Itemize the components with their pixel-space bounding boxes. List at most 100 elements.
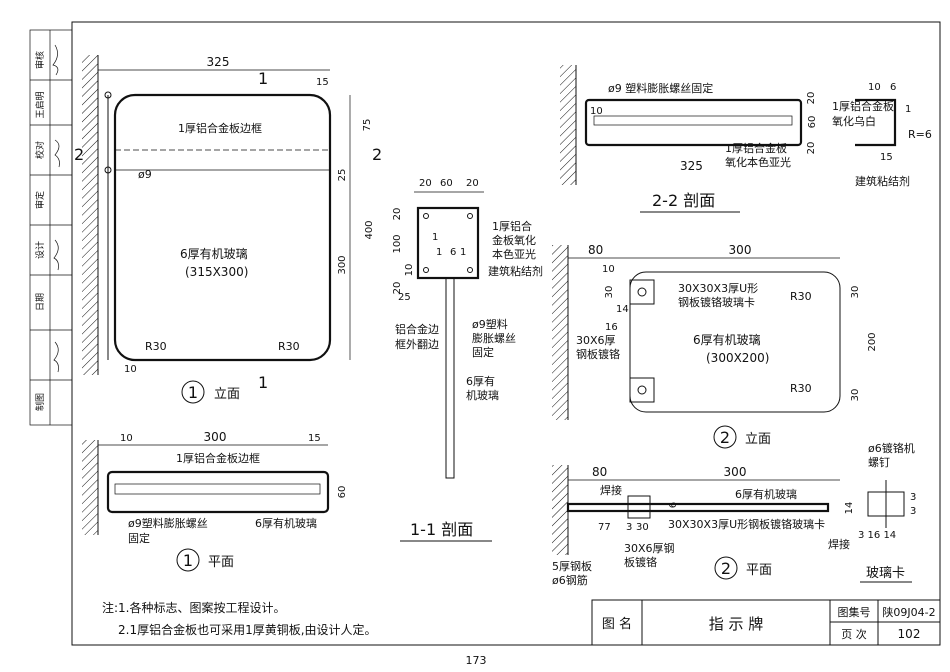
note-line-1: 注:1.各种标志、图案按工程设计。 (102, 600, 286, 615)
weld-label: 焊接 (828, 537, 850, 551)
section-2-2: ø9 塑料膨胀螺丝固定 10 60 20 20 325 1厚铝合金板 氧化本色亚… (560, 65, 932, 213)
dim-20a: 20 (419, 178, 432, 189)
dim-325: 325 (207, 55, 230, 69)
dim-v100: 100 (392, 234, 403, 253)
clip-bolt (637, 287, 647, 297)
dim-v20b: 20 (392, 282, 403, 295)
atlas-label: 图集号 (838, 605, 871, 619)
dim-6: 6 (668, 502, 679, 508)
plan-frame (106, 470, 330, 514)
signature-scribble-3 (53, 239, 59, 271)
plan-1: 10 300 15 60 1厚铝合金板边框 ø9塑料膨胀螺丝 固定 6厚有机玻璃… (82, 430, 348, 572)
dim-10: 10 (124, 364, 137, 375)
view-number: 1 (183, 551, 193, 570)
detail-dims-bottom: 3 16 14 (858, 530, 896, 541)
detail-1: 1 (905, 104, 911, 115)
dim-15: 15 (316, 77, 329, 88)
plan-glass (566, 502, 830, 513)
glass-size: (315X300) (185, 265, 248, 279)
dim-v10: 10 (404, 264, 415, 277)
bolt-label-3: 固定 (472, 345, 494, 359)
radius-b: R30 (790, 382, 812, 395)
section-frame (584, 98, 803, 147)
alum-label-2: 金板氧化 (492, 233, 536, 247)
detail-r6: R=6 (908, 128, 932, 141)
dim-15: 15 (308, 433, 321, 444)
plan-glass (114, 483, 321, 495)
clip-label-2: 钢板镀铬玻璃卡 (678, 295, 755, 309)
stamp-text-2: 校对 (34, 141, 46, 159)
dim-1: 1 (432, 232, 438, 243)
wall-hatch (552, 245, 568, 420)
elevation-1: 325 15 75 25 400 300 10 1厚铝合金板边框 ø9 6厚有机… (74, 55, 382, 404)
detail-14: 14 (844, 502, 855, 515)
alum-label-1: 1厚铝合金板 (725, 141, 787, 155)
dim-1b: 1 (436, 247, 442, 258)
clip-bottom (629, 377, 655, 403)
view-number-circle (714, 556, 738, 580)
phi9-label: ø9 (138, 168, 152, 181)
edge-label-2: 框外翻边 (395, 337, 439, 351)
glass-label: 6厚有机玻璃 (735, 487, 797, 501)
anchor-bolt (104, 91, 112, 99)
radius-right: R30 (278, 340, 300, 353)
stamp-text-3: 审定 (34, 191, 46, 209)
clip-top (629, 279, 655, 305)
page-value: 102 (898, 627, 921, 641)
wall-hatch (82, 440, 98, 535)
glass-label-1: 6厚有 (466, 374, 495, 388)
dim-77: 77 (598, 522, 611, 533)
frame-label: 1厚铝合金板边框 (178, 121, 262, 135)
cut-mark-2-right: 2 (372, 145, 382, 164)
dim-300: 300 (337, 255, 348, 274)
page-label: 页 次 (841, 627, 867, 641)
adhesive-label: 建筑粘结剂 (488, 264, 543, 278)
dim-325: 325 (680, 159, 703, 173)
dim-20b: 20 (806, 142, 817, 155)
rivet-label-2: 螺钉 (868, 456, 890, 469)
dim-20a: 20 (806, 92, 817, 105)
clip-bolt (637, 385, 647, 395)
stamp-text-5: 日期 (35, 293, 46, 311)
bolt-label-1: ø9塑料 (472, 317, 508, 331)
sign-frame (113, 93, 332, 362)
steel-plate-label: 5厚钢板 (552, 559, 592, 573)
dim-300: 300 (724, 465, 747, 479)
dim-1c: 1 (460, 247, 466, 258)
detail-15: 15 (880, 152, 893, 163)
weld-label: 焊接 (600, 483, 622, 497)
alum-label-3: 本色亚光 (492, 247, 536, 261)
dim-30b: 30 (850, 389, 861, 402)
anchor-bolt (104, 166, 112, 174)
detail-6: 6 (890, 82, 896, 93)
dim-60: 60 (440, 178, 453, 189)
dim-10: 10 (590, 106, 603, 117)
alum-label-1: 1厚铝合 (492, 219, 532, 233)
stamp-text-0: 审核 (34, 51, 46, 69)
view-number: 1 (188, 383, 198, 402)
rebar-label: ø6钢筋 (552, 573, 588, 587)
glass-label-2: 机玻璃 (466, 388, 499, 402)
dim-300: 300 (204, 430, 227, 444)
glass-panel (629, 271, 841, 413)
clip-label-1: 30X30X3厚U形 (678, 282, 758, 295)
dim-80: 80 (592, 465, 607, 479)
cut-mark-2-left: 2 (74, 145, 84, 164)
dim-30c: 30 (604, 286, 615, 299)
wall-hatch (552, 465, 568, 555)
adhesive-label: 建筑粘结剂 (855, 174, 910, 188)
dim-80: 80 (588, 243, 603, 257)
dim-60: 60 (807, 116, 818, 129)
view-title: 立面 (214, 387, 240, 402)
drawing-name-label: 图 名 (602, 616, 632, 632)
page-number: 173 (466, 654, 487, 667)
clip-label: 30X30X3厚U形钢板镀铬玻璃卡 (668, 517, 825, 531)
wall-hatch (560, 65, 576, 185)
dim-3: 3 (626, 522, 632, 533)
dim-10: 10 (120, 433, 133, 444)
view-number: 2 (720, 428, 730, 447)
signature-scribble-4 (53, 341, 59, 373)
detail-3: 3 (910, 492, 916, 503)
view-number-circle (176, 548, 200, 572)
